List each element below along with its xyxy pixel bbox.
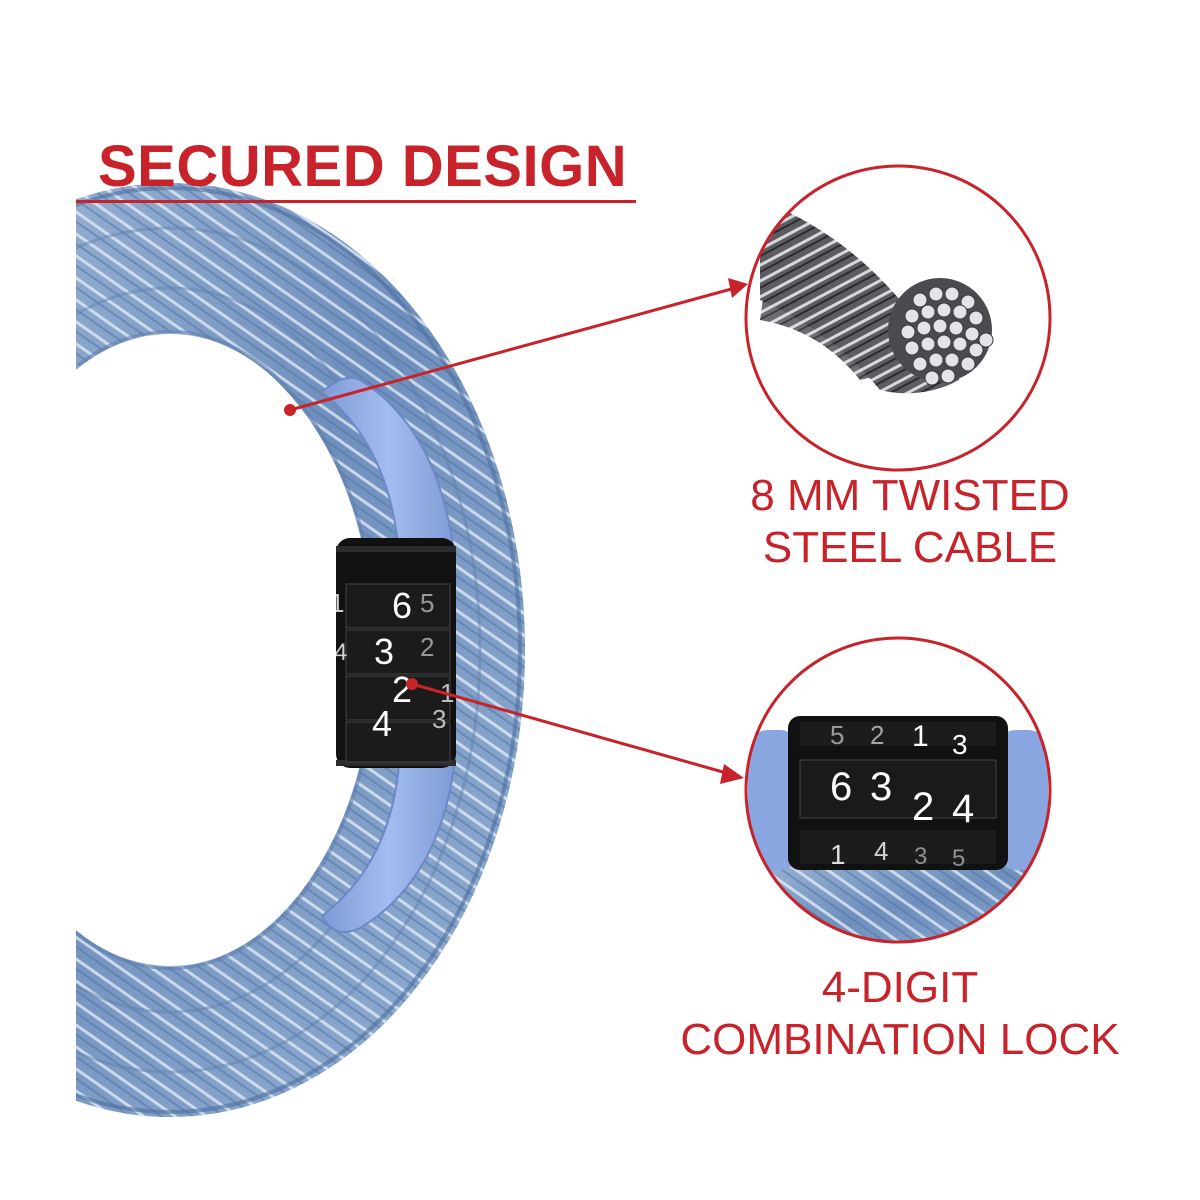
combination-lock-icon — [744, 636, 1052, 944]
zoom-dial-digit: 4 — [874, 836, 888, 866]
lock-dial-digit: 3 — [374, 631, 394, 672]
caption-steel-cable: 8 MM TWISTED STEEL CABLE — [740, 470, 1080, 574]
caption-line: STEEL CABLE — [762, 523, 1058, 572]
caption-line: 4-DIGIT — [821, 963, 979, 1012]
lock-dial-digit: 6 — [392, 585, 412, 626]
zoom-dial-digit: 5 — [830, 720, 844, 750]
caption-combination-lock: 4-DIGIT COMBINATION LOCK — [675, 962, 1125, 1066]
caption-line: 8 MM TWISTED — [750, 471, 1070, 520]
lock-dial-digit: 2 — [392, 669, 412, 710]
headline: SECURED DESIGN — [98, 134, 628, 199]
lock-dial-digit: 3 — [432, 704, 446, 734]
lock-dial-digit: 4 — [334, 639, 347, 666]
steel-cable-icon — [744, 164, 1052, 472]
zoom-dial-digit: 3 — [952, 729, 968, 760]
zoom-dial-digit: 2 — [912, 785, 934, 829]
zoom-dial-digit: 3 — [914, 843, 927, 870]
caption-line: COMBINATION LOCK — [680, 1015, 1120, 1064]
callout-arrow-cable — [284, 278, 748, 416]
zoom-dial-digit: 5 — [952, 845, 965, 872]
zoom-dial-digit: 4 — [952, 787, 974, 831]
zoom-dial-digit: 3 — [870, 765, 892, 809]
zoom-dial-digit: 1 — [912, 720, 929, 753]
lock-dial-digit: 5 — [420, 588, 434, 618]
combination-lock — [336, 538, 456, 768]
headline-underline — [76, 200, 636, 203]
callout-arrow-lock — [406, 678, 744, 784]
zoom-dial-digit: 2 — [870, 720, 884, 750]
zoom-dial-digit: 1 — [830, 839, 846, 870]
zoom-dial-digit: 6 — [830, 765, 852, 809]
lock-dial-digit: 1 — [330, 588, 344, 618]
lock-dial-digit: 2 — [420, 632, 434, 662]
lock-dial-digit: 4 — [372, 703, 392, 744]
